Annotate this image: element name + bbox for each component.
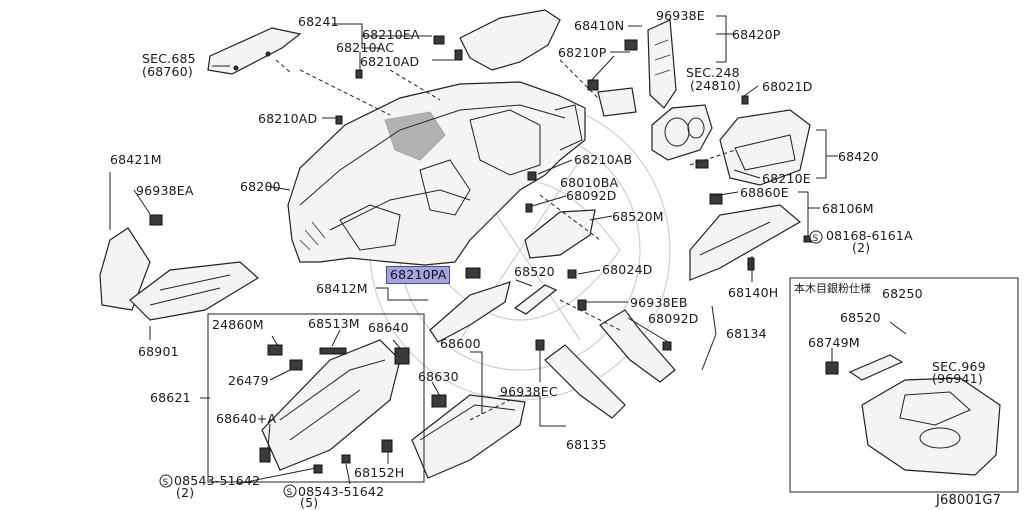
label-08543-51642-b-qty: (5)	[300, 495, 319, 510]
side-panel-68421M	[99, 227, 151, 311]
label-68621: 68621	[150, 390, 191, 405]
label-68210AD-top: 68210AD	[360, 54, 420, 69]
console-box-68600	[411, 394, 526, 479]
inset-frame	[789, 277, 1019, 493]
label-68152H: 68152H	[354, 465, 405, 480]
label-24860M: 24860M	[212, 317, 264, 332]
label-68860E: 68860E	[740, 185, 789, 200]
label-68134: 68134	[726, 326, 767, 341]
label-08543-51642-a: 08543-51642	[174, 473, 261, 488]
top-cover-68241	[459, 9, 561, 71]
meter-cluster	[651, 104, 713, 161]
label-08543-51642-b: 08543-51642	[298, 484, 385, 499]
label-68210AC: 68210AC	[336, 40, 395, 55]
label-08168-6161A: 08168-6161A	[826, 228, 913, 243]
label-68210AD-left: 68210AD	[258, 111, 318, 126]
lower-panel-68412M	[429, 281, 511, 343]
label-68210E: 68210E	[762, 171, 811, 186]
panel-68410N	[597, 87, 637, 117]
label-68241: 68241	[298, 14, 339, 29]
label-sec969: SEC.969	[932, 359, 986, 374]
label-68901: 68901	[138, 344, 179, 359]
svg-text:S: S	[813, 234, 819, 244]
dashboard-panel	[287, 81, 586, 266]
label-68421M: 68421M	[110, 152, 162, 167]
label-24810: (24810)	[690, 78, 741, 93]
label-68135: 68135	[566, 437, 607, 452]
label-68010BA: 68010BA	[560, 175, 619, 190]
diagram-code: J68001G7	[936, 493, 1002, 508]
label-96938EC: 96938EC	[500, 384, 558, 399]
label-68420: 68420	[838, 149, 879, 164]
label-sec248: SEC.248	[686, 65, 740, 80]
label-68520M: 68520M	[612, 209, 664, 224]
panel-68135	[544, 344, 626, 419]
label-68412M: 68412M	[316, 281, 368, 296]
label-68513M: 68513M	[308, 316, 360, 331]
label-sec685: SEC.685	[142, 51, 196, 66]
label-68024D: 68024D	[602, 262, 653, 277]
label-08543-51642-a-qty: (2)	[176, 485, 195, 500]
label-68021D: 68021D	[762, 79, 813, 94]
label-96941: (96941)	[932, 371, 983, 386]
label-68106M: 68106M	[822, 201, 874, 216]
cluster-lid-68420	[719, 109, 811, 186]
label-68749M: 68749M	[808, 335, 860, 350]
glove-box-68621	[261, 339, 401, 471]
inset-title: 本木目銀粉仕様	[794, 282, 871, 295]
label-68520: 68520	[514, 264, 555, 279]
label-08168-qty: (2)	[852, 240, 871, 255]
label-68520-inset: 68520	[840, 310, 881, 325]
label-96938EA: 96938EA	[136, 183, 194, 198]
small-parts	[149, 35, 813, 474]
label-68210P: 68210P	[558, 45, 607, 60]
finisher-68520M	[524, 209, 596, 259]
strip-68520	[513, 284, 558, 315]
glovebox-group-frame	[207, 313, 425, 483]
label-68210EA: 68210EA	[362, 27, 420, 42]
label-96938E: 96938E	[656, 8, 705, 23]
circle-s-icon: S S S	[159, 230, 823, 498]
label-68420P: 68420P	[732, 27, 781, 42]
inset-console	[825, 321, 1001, 476]
label-26479: 26479	[228, 373, 269, 388]
label-68640A: 68640+A	[216, 411, 277, 426]
label-68630: 68630	[418, 369, 459, 384]
label-68092D-top: 68092D	[566, 188, 617, 203]
label-68092D-mid: 68092D	[648, 311, 699, 326]
leader-lines	[109, 15, 838, 485]
panel-68134	[599, 309, 676, 383]
label-68200: 68200	[240, 179, 281, 194]
label-68250: 68250	[882, 286, 923, 301]
svg-text:S: S	[287, 488, 293, 498]
svg-text:S: S	[163, 478, 169, 488]
sec685-lid	[207, 27, 302, 75]
label-68760: (68760)	[142, 64, 193, 79]
finisher-68420P	[647, 19, 677, 109]
label-68410N: 68410N	[574, 18, 625, 33]
label-68640: 68640	[368, 320, 409, 335]
label-68210AB: 68210AB	[574, 152, 633, 167]
label-96938EB: 96938EB	[630, 295, 688, 310]
highlighted-part-68210PA[interactable]: 68210PA	[386, 266, 451, 284]
bracket-68106M	[689, 204, 802, 281]
label-68140H: 68140H	[728, 285, 779, 300]
label-68600: 68600	[440, 336, 481, 351]
bracket-68901	[129, 261, 260, 321]
